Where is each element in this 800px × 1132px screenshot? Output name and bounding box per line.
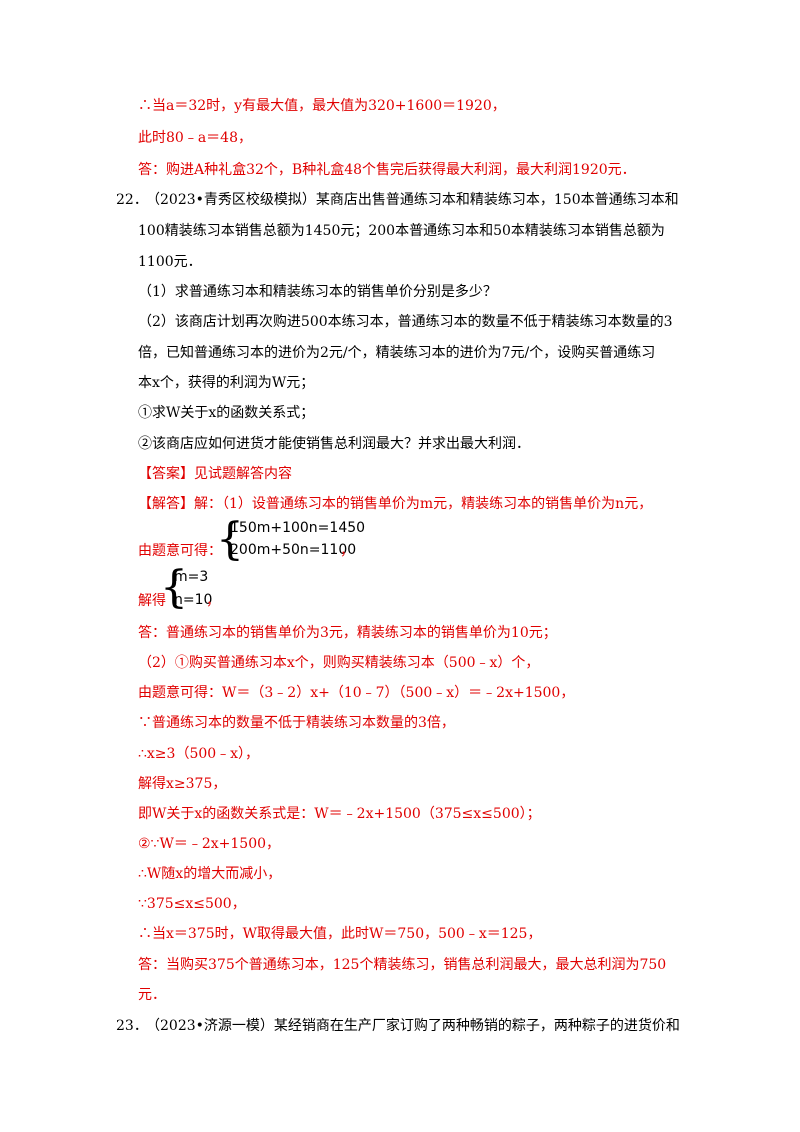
question-23-line-1: （2023•济源一模）某经销商在生产厂家订购了两种畅销的粽子，两种粽子的进货价和 bbox=[146, 1018, 680, 1034]
part-2-line-3: ∵普通练习本的数量不低于精装练习本数量的3倍， bbox=[138, 715, 455, 731]
question-22-part-1: （1）求普通练习本和精装练习本的销售单价分别是多少？ bbox=[138, 284, 497, 300]
result-brace: { bbox=[160, 562, 188, 613]
question-22-sub-2: ②该商店应如何进货才能使销售总利润最大？并求出最大利润． bbox=[138, 436, 530, 452]
equation-label: 由题意可得： bbox=[138, 543, 222, 559]
question-22-line-3: 1100元． bbox=[138, 254, 202, 270]
part-2-answer-line-2: 元． bbox=[138, 987, 166, 1003]
question-22-line-1: （2023•青秀区校级模拟）某商店出售普通练习本和精装练习本，150本普通练习本… bbox=[146, 192, 679, 208]
solution-label: 解得 bbox=[138, 593, 166, 609]
equation-brace: { bbox=[216, 514, 244, 565]
equation-row-1: 150m+100n=1450 bbox=[230, 520, 366, 536]
solution-line-1: 【解答】解：（1）设普通练习本的销售单价为m元，精装练习本的销售单价为n元， bbox=[138, 496, 653, 512]
part-2-line-5: 解得x≥375， bbox=[138, 776, 227, 792]
prev-solution-answer: 答：购进A种礼盒32个，B种礼盒48个售完后获得最大利润，最大利润1920元． bbox=[138, 162, 636, 178]
part-2-line-8: ∴W随x的增大而减小， bbox=[138, 866, 282, 882]
result-row-2: n=10 bbox=[174, 592, 213, 608]
answer-part-1: 答：普通练习本的销售单价为3元，精装练习本的销售单价为10元； bbox=[138, 625, 557, 641]
equation-comma: ， bbox=[340, 543, 354, 559]
part-2-line-7: ②∵W＝﹣2x+1500， bbox=[138, 836, 281, 852]
part-2-line-2: 由题意可得：W＝（3﹣2）x+（10﹣7）（500﹣x）＝﹣2x+1500， bbox=[138, 685, 575, 701]
result-comma: ， bbox=[206, 593, 220, 609]
question-22-line-2: 100精装练习本销售总额为1450元；200本普通练习本和50本精装练习本销售总… bbox=[138, 223, 665, 239]
answer-label: 【答案】见试题解答内容 bbox=[138, 466, 292, 482]
question-22-part-2-line-1: （2）该商店计划再次购进500本练习本，普通练习本的数量不低于精装练习本数量的3 bbox=[138, 314, 673, 330]
prev-solution-line-2: 此时80﹣a＝48， bbox=[138, 130, 252, 146]
part-2-line-9: ∵375≤x≤500， bbox=[138, 896, 246, 912]
question-22-sub-1: ①求W关于x的函数关系式； bbox=[138, 405, 315, 421]
part-2-line-6: 即W关于x的函数关系式是：W＝﹣2x+1500（375≤x≤500）； bbox=[138, 806, 541, 822]
result-row-1: m=3 bbox=[174, 569, 209, 585]
part-2-line-1: （2）①购买普通练习本x个，则购买精装练习本（500﹣x）个， bbox=[138, 655, 540, 671]
question-22-number: 22． bbox=[116, 192, 148, 208]
part-2-answer-line-1: 答：当购买375个普通练习本，125个精装练习，销售总利润最大，最大总利润为75… bbox=[138, 957, 667, 973]
part-2-line-10: ∴当x＝375时，W取得最大值，此时W＝750，500﹣x＝125， bbox=[138, 926, 542, 942]
question-22-part-2-line-3: 本x个，获得的利润为W元； bbox=[138, 375, 315, 391]
question-23-number: 23． bbox=[116, 1018, 148, 1034]
prev-solution-line-1: ∴当a＝32时，y有最大值，最大值为320+1600＝1920， bbox=[138, 98, 506, 114]
question-22-part-2-line-2: 倍，已知普通练习本的进价为2元/个，精装练习本的进价为7元/个，设购买普通练习 bbox=[138, 345, 656, 361]
part-2-line-4: ∴x≥3（500﹣x）， bbox=[138, 746, 260, 762]
equation-row-2: 200m+50n=1100 bbox=[230, 542, 357, 558]
